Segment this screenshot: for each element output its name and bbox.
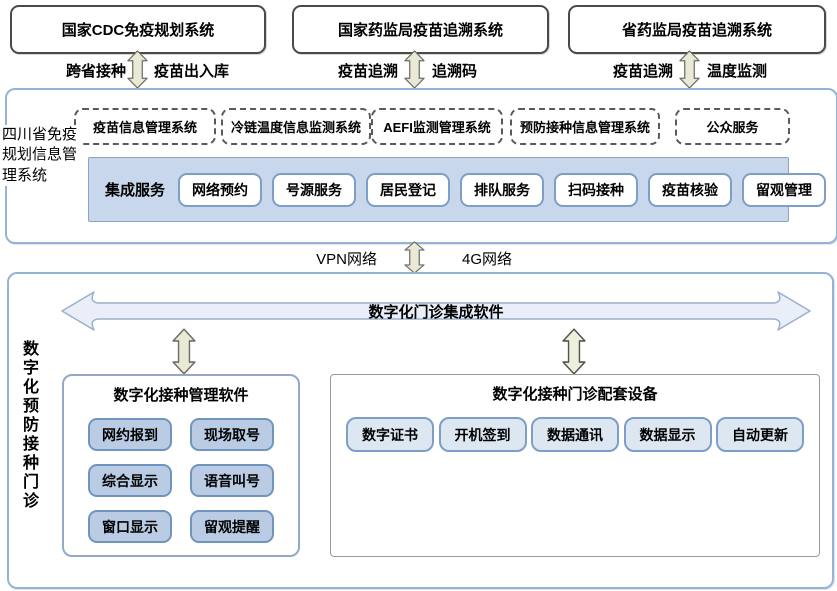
module-onsite-ticket: 现场取号 [190, 418, 274, 451]
equipment-devices: 数字证书 开机签到 数据通讯 数据显示 自动更新 [346, 417, 804, 452]
equipment-title: 数字化接种门诊配套设备 [492, 386, 658, 403]
subsystem-label: 公众服务 [706, 120, 759, 135]
subsystem-box-immunization-info: 预防接种信息管理系统 [510, 108, 660, 145]
service-chip-queue: 排队服务 [460, 172, 545, 207]
device-data-display: 数据显示 [623, 417, 712, 452]
vertical-double-arrow [172, 328, 196, 375]
provincial-platform-side-label: 四川省免疫规划信息管理系统 [2, 125, 82, 186]
management-software-title: 数字化接种管理软件 [113, 387, 249, 404]
vertical-double-arrow [404, 241, 425, 274]
vertical-double-arrow [562, 328, 586, 375]
service-chip-ticket-source: 号源服务 [272, 172, 357, 207]
module-window-display: 窗口显示 [88, 510, 172, 543]
management-software-box: 数字化接种管理软件 网约报到 现场取号 综合显示 语音叫号 窗口显示 留观提醒 [62, 374, 300, 557]
integration-services-title: 集成服务 [105, 182, 166, 199]
module-observation-reminder: 留观提醒 [190, 510, 274, 543]
clinic-integration-software-label: 数字化门诊集成软件 [368, 303, 504, 321]
module-comprehensive-display: 综合显示 [88, 464, 172, 497]
service-chip-observation: 留观管理 [742, 172, 827, 207]
external-system-label: 国家药监局疫苗追溯系统 [337, 22, 503, 39]
external-system-box-nmpa: 国家药监局疫苗追溯系统 [292, 5, 549, 54]
subsystem-label: 冷链温度信息监测系统 [230, 120, 361, 135]
service-chip-scan-vaccination: 扫码接种 [554, 172, 639, 207]
subsystem-label: AEFI监测管理系统 [383, 120, 491, 135]
module-online-checkin: 网约报到 [88, 418, 172, 451]
subsystem-box-vaccine-info: 疫苗信息管理系统 [74, 108, 216, 145]
external-system-box-cdc: 国家CDC免疫规划系统 [10, 5, 266, 54]
network-label-vpn: VPN网络 [316, 251, 377, 268]
flow-label: 疫苗追溯 [337, 63, 398, 80]
network-label-4g: 4G网络 [462, 251, 513, 268]
equipment-box: 数字化接种门诊配套设备 数字证书 开机签到 数据通讯 数据显示 自动更新 [330, 374, 820, 557]
service-chip-resident-registration: 居民登记 [366, 172, 451, 207]
flow-label: 跨省接种 [65, 63, 126, 80]
device-data-communication: 数据通讯 [531, 417, 619, 452]
external-system-label: 国家CDC免疫规划系统 [61, 22, 215, 39]
subsystem-label: 疫苗信息管理系统 [92, 120, 197, 135]
module-voice-call: 语音叫号 [190, 464, 274, 497]
management-software-modules: 网约报到 现场取号 综合显示 语音叫号 窗口显示 留观提醒 [88, 418, 274, 543]
external-system-label: 省药监局疫苗追溯系统 [621, 22, 772, 39]
service-chip-online-booking: 网络预约 [178, 172, 263, 207]
subsystem-box-aefi: AEFI监测管理系统 [371, 108, 503, 145]
service-chip-vaccine-verification: 疫苗核验 [648, 172, 733, 207]
subsystem-box-cold-chain: 冷链温度信息监测系统 [221, 108, 371, 145]
vertical-double-arrow [127, 50, 148, 89]
flow-label: 追溯码 [432, 63, 478, 80]
device-auto-update: 自动更新 [716, 417, 804, 452]
subsystem-label: 预防接种信息管理系统 [519, 120, 650, 135]
device-digital-certificate: 数字证书 [346, 417, 434, 452]
external-system-box-provincial-mpa: 省药监局疫苗追溯系统 [568, 5, 826, 54]
vertical-double-arrow [404, 50, 425, 89]
flow-label: 疫苗出入库 [154, 63, 230, 80]
flow-label: 温度监测 [707, 63, 768, 80]
digital-clinic-side-label: 数字化预防接种门诊 [20, 340, 37, 511]
subsystem-box-public-service: 公众服务 [675, 108, 790, 145]
vertical-double-arrow [679, 50, 700, 89]
device-boot-signin: 开机签到 [438, 417, 527, 452]
flow-label: 疫苗追溯 [612, 63, 673, 80]
integration-services-bar: 集成服务 网络预约 号源服务 居民登记 排队服务 扫码接种 疫苗核验 留观管理 [88, 157, 827, 222]
clinic-integration-software-arrow: 数字化门诊集成软件 [60, 290, 812, 332]
